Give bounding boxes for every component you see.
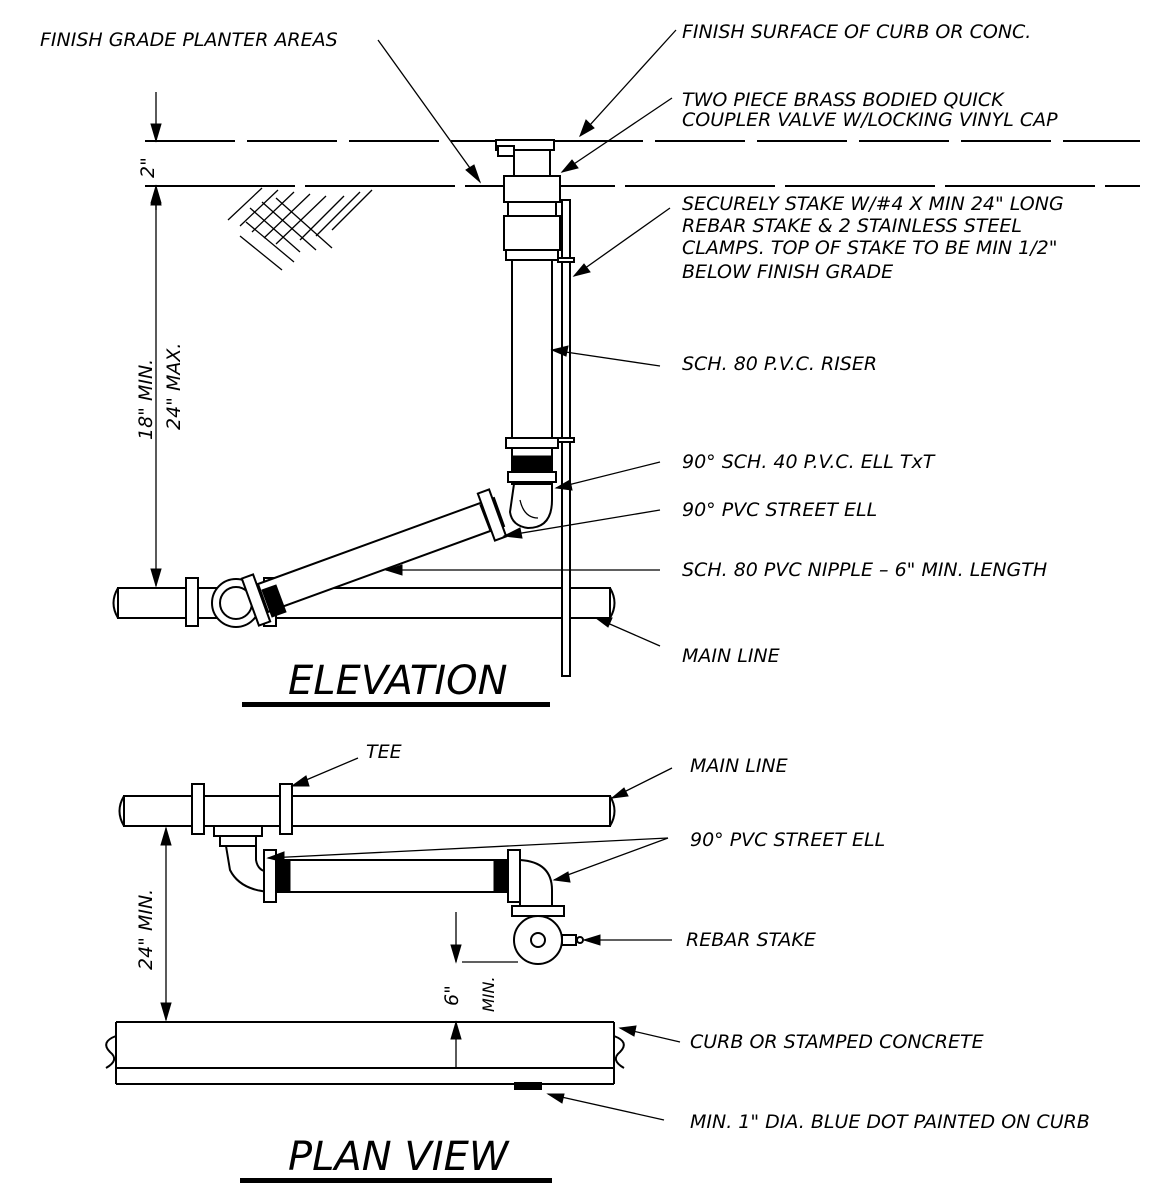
dim-2-inch-text: 2" bbox=[137, 157, 159, 178]
plan-right-street-ell bbox=[511, 858, 565, 917]
label-stake-2: REBAR STAKE & 2 STAINLESS STEEL bbox=[682, 215, 1022, 237]
rebar-stake bbox=[557, 199, 575, 677]
plan-tee bbox=[213, 825, 263, 847]
plan-arrowheads bbox=[266, 775, 637, 1104]
plan-main-line-pipe bbox=[118, 783, 616, 835]
main-line-pipe bbox=[112, 577, 616, 627]
label-nipple: SCH. 80 PVC NIPPLE – 6" MIN. LENGTH bbox=[682, 559, 1047, 581]
dim-depth bbox=[150, 186, 162, 588]
dim-depth-max-text: 24" MAX. bbox=[163, 343, 185, 430]
riser-ell bbox=[508, 483, 553, 530]
elevation-view: 2" 18" MIN. 24" MAX. bbox=[40, 21, 1140, 707]
quick-coupler-valve bbox=[495, 139, 561, 251]
title-plan-view: PLAN VIEW bbox=[288, 1134, 510, 1180]
elevation-leaders bbox=[377, 29, 677, 647]
blue-dot-mark bbox=[514, 1082, 542, 1090]
label-blue-dot: MIN. 1" DIA. BLUE DOT PAINTED ON CURB bbox=[690, 1111, 1090, 1133]
title-elevation: ELEVATION bbox=[288, 658, 508, 704]
pvc-riser bbox=[505, 249, 559, 485]
label-finish-grade: FINISH GRADE PLANTER AREAS bbox=[40, 29, 338, 51]
title-plan-view-underline bbox=[240, 1178, 552, 1183]
dim-plan-6-text: 6" bbox=[441, 985, 463, 1006]
dim-plan-24-text: 24" MIN. bbox=[135, 889, 157, 970]
label-main-line: MAIN LINE bbox=[682, 645, 780, 667]
dim-plan-6 bbox=[450, 912, 518, 1068]
title-elevation-underline bbox=[242, 702, 550, 707]
dim-depth-min-text: 18" MIN. bbox=[135, 359, 157, 440]
label-riser: SCH. 80 P.V.C. RISER bbox=[682, 353, 877, 375]
plan-view: 24" MIN. 6" MIN. bbox=[105, 741, 1090, 1183]
label-coupler-2: COUPLER VALVE W/LOCKING VINYL CAP bbox=[682, 109, 1058, 131]
label-tee: TEE bbox=[366, 741, 402, 763]
curb bbox=[105, 1021, 625, 1090]
label-street-ell: 90° PVC STREET ELL bbox=[682, 499, 877, 521]
label-coupler-1: TWO PIECE BRASS BODIED QUICK bbox=[682, 89, 1005, 111]
plan-valve bbox=[513, 915, 584, 965]
label-ell-txt: 90° SCH. 40 P.V.C. ELL TxT bbox=[682, 451, 936, 473]
label-stake-1: SECURELY STAKE W/#4 X MIN 24" LONG bbox=[682, 193, 1064, 215]
elevation-arrowheads bbox=[384, 119, 613, 628]
label-stake-3: CLAMPS. TOP OF STAKE TO BE MIN 1/2" bbox=[682, 237, 1058, 259]
label-rebar-stake: REBAR STAKE bbox=[686, 929, 816, 951]
dim-plan-6-min-text: MIN. bbox=[479, 976, 498, 1012]
label-stake-4: BELOW FINISH GRADE bbox=[682, 261, 893, 283]
soil-hatch bbox=[227, 187, 373, 271]
label-plan-main-line: MAIN LINE bbox=[690, 755, 788, 777]
label-plan-street-ell: 90° PVC STREET ELL bbox=[690, 829, 885, 851]
label-finish-surface: FINISH SURFACE OF CURB OR CONC. bbox=[682, 21, 1031, 43]
sch80-nipple bbox=[240, 488, 508, 627]
dim-plan-24 bbox=[160, 826, 172, 1022]
plan-nipple bbox=[263, 849, 521, 903]
label-curb: CURB OR STAMPED CONCRETE bbox=[690, 1031, 984, 1053]
